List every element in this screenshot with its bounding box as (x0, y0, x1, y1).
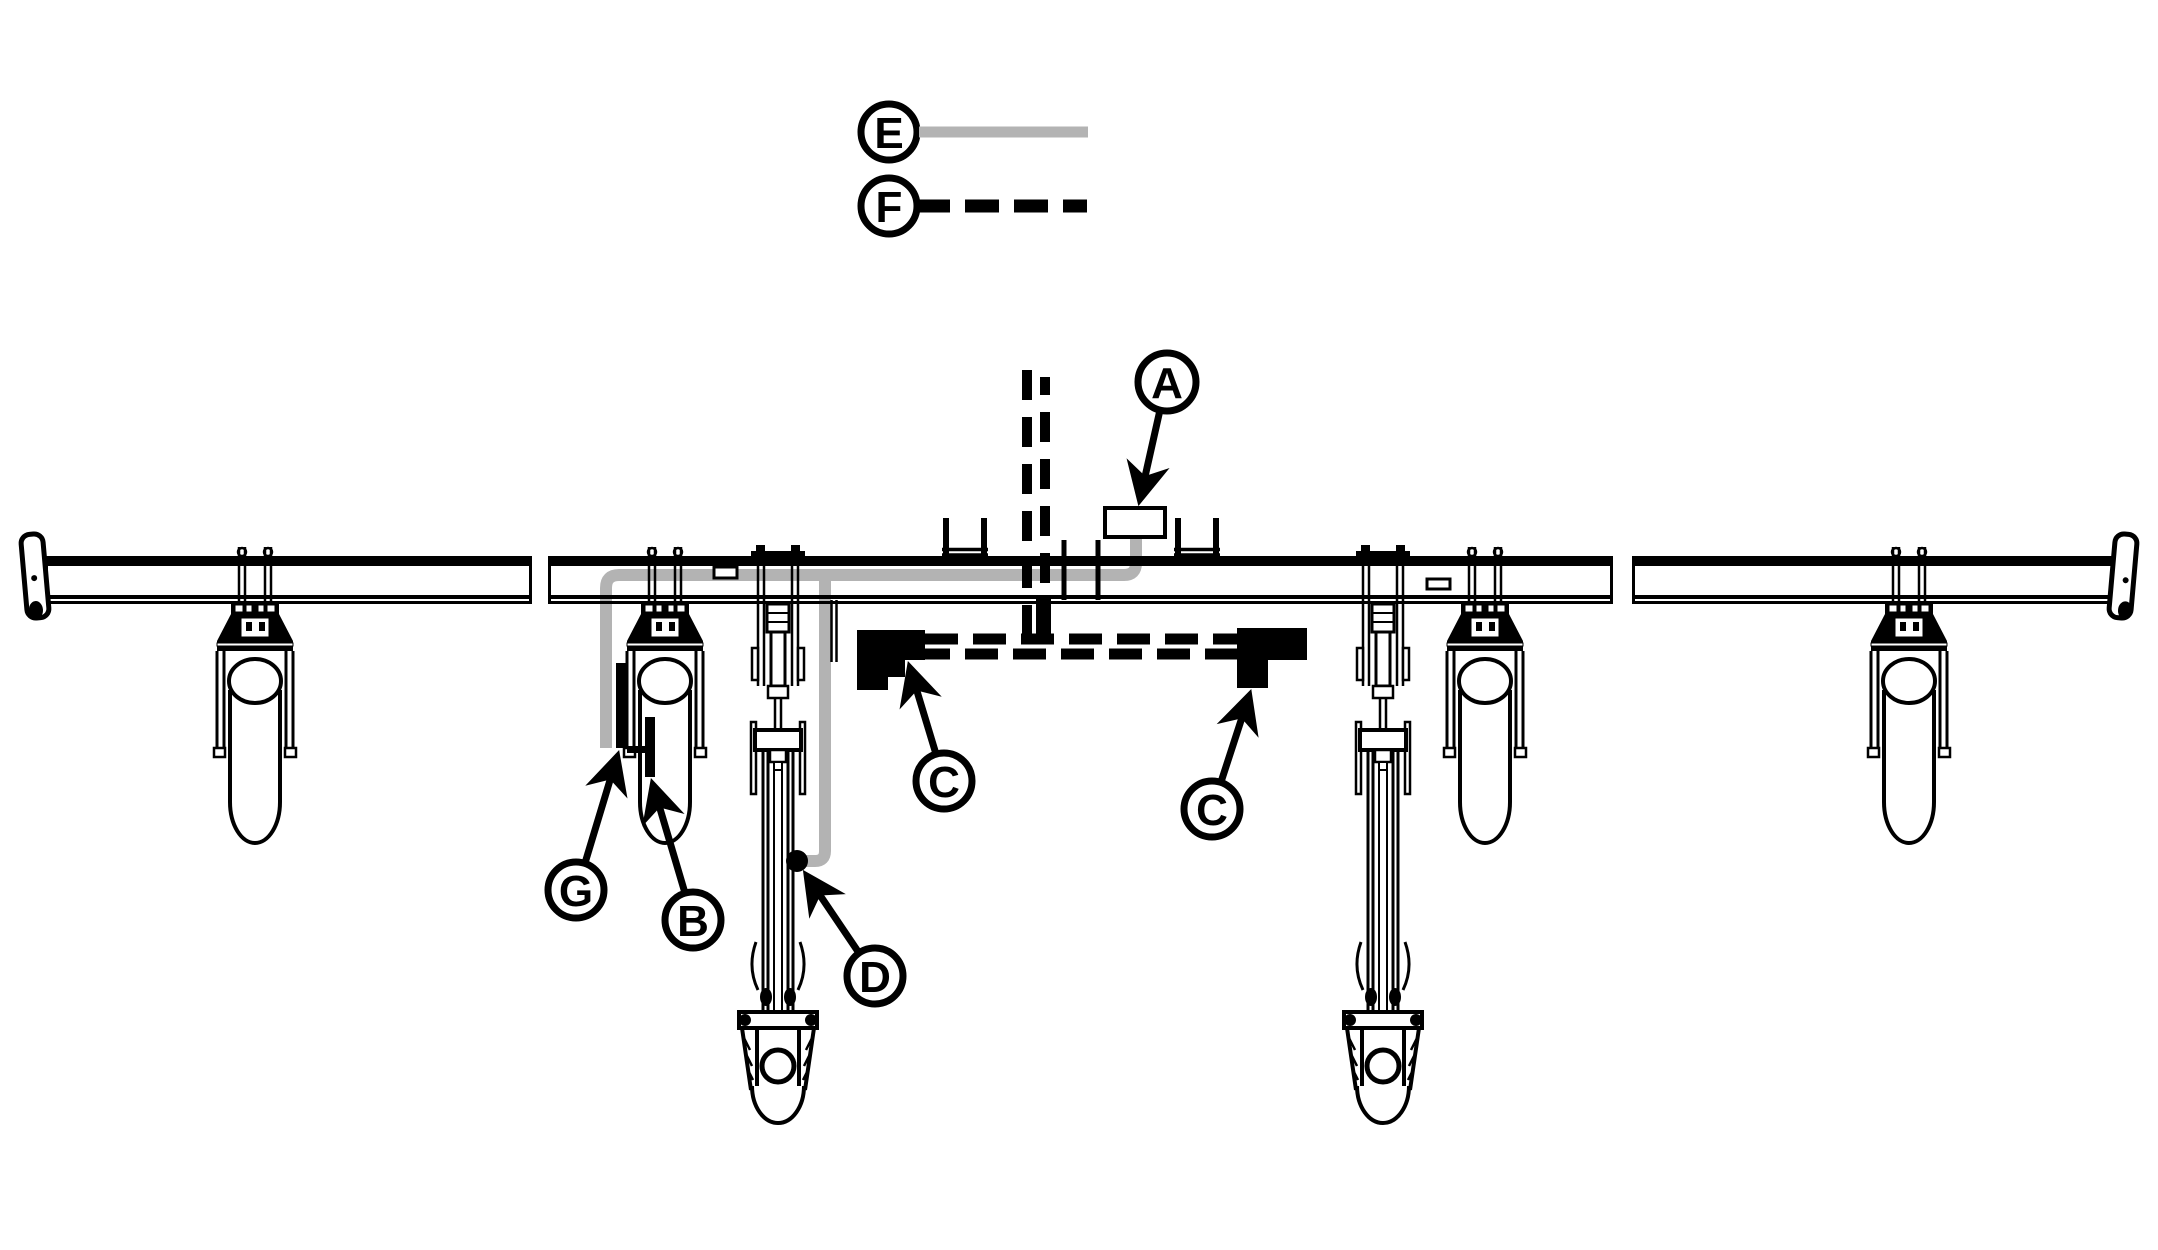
beam-right-end-cap (2106, 531, 2140, 621)
callout-b-circle (661, 888, 725, 952)
callout-c-left-circle (912, 749, 976, 813)
beam-left-wing (45, 556, 532, 604)
beam-bottom-line2 (1632, 601, 2117, 604)
hose-support-bracket (830, 600, 838, 662)
end-cap-hole (2122, 577, 2129, 584)
center-hitch-posts (1061, 540, 1101, 600)
gauge-wheel-right-inner (1442, 545, 1528, 845)
gauge-wheel-left-inner (622, 545, 708, 845)
legend-e-label: E (874, 109, 903, 158)
beam-bottom-line (1632, 595, 2117, 599)
beam-top-band (45, 556, 532, 566)
callout-d: D (802, 869, 907, 1008)
lift-cylinder-right (1344, 545, 1422, 1123)
hose-connection-dot-item-d (786, 850, 808, 872)
callout-b: B (642, 777, 725, 952)
callout-d-label: D (859, 953, 891, 1002)
beam-end-edges (548, 556, 1613, 604)
beam-bottom-line2 (548, 601, 1613, 604)
callout-a: A (1126, 349, 1200, 507)
beam-slot (712, 565, 739, 580)
callout-b-label: B (677, 897, 709, 946)
callout-g: G (544, 749, 628, 922)
toolbar-beam (18, 531, 2140, 621)
end-cap-tip (28, 601, 43, 620)
hose-gray-routing (600, 536, 1142, 867)
callout-c-left: C (899, 660, 976, 813)
end-cap-plate (2106, 531, 2140, 621)
legend-item-e: E (857, 100, 1088, 164)
lift-cylinder-left (739, 545, 817, 1123)
callout-c-right-arrow (1216, 689, 1259, 784)
gauge-wheel-left-outer (212, 545, 298, 845)
beam-top-band (1632, 556, 2117, 566)
beam-bottom-line (45, 595, 532, 599)
junction-box-item-a (1103, 506, 1167, 539)
beam-bottom-line2 (45, 601, 532, 604)
callout-g-label: G (559, 867, 593, 916)
callouts: A G B D C C (544, 349, 1259, 1008)
mast-bracket-left (942, 518, 988, 556)
gauge-wheel-right-outer (1866, 545, 1952, 845)
elbow-fitting-left-item-c (857, 630, 925, 690)
callout-c-right: C (1180, 689, 1259, 841)
beam-right-wing (1632, 556, 2117, 604)
beam-left-end-cap (18, 531, 52, 621)
beam-slot (1425, 577, 1452, 591)
elbow-fitting-right-item-c (1237, 628, 1307, 688)
mast-bracket-right (1174, 518, 1220, 556)
callout-a-circle (1134, 349, 1200, 415)
hose-gray-main-run (600, 536, 1142, 748)
beam-bottom-line (548, 595, 1613, 599)
callout-a-arrow (1126, 409, 1170, 507)
callout-g-arrow (581, 749, 628, 865)
callout-c-right-circle (1180, 777, 1244, 841)
holder-connector (627, 746, 647, 753)
beam-top-band (548, 556, 1613, 566)
callout-c-left-arrow (899, 660, 942, 756)
hose-holder-item-g (616, 663, 627, 748)
end-cap-hole (31, 575, 38, 582)
callout-b-arrow (642, 777, 689, 894)
legend-item-f: F (857, 174, 1087, 238)
callout-a-label: A (1151, 359, 1183, 408)
dashed-junction-block (1036, 598, 1051, 636)
beam-center-section (548, 556, 1613, 604)
end-cap-tip (2118, 601, 2133, 620)
callout-d-circle (843, 944, 907, 1008)
harness-dashed-routing (857, 370, 1307, 690)
callout-c-right-label: C (1196, 786, 1228, 835)
callout-g-circle (544, 858, 608, 922)
callout-d-arrow (802, 869, 862, 955)
legend-f-label: F (876, 183, 903, 232)
legend-e-circle (857, 100, 921, 164)
legend: E F (857, 100, 1088, 238)
hose-holder-item-b (645, 717, 655, 777)
hose-gray-drop-to-cylinder (801, 575, 831, 867)
callout-c-left-label: C (928, 758, 960, 807)
